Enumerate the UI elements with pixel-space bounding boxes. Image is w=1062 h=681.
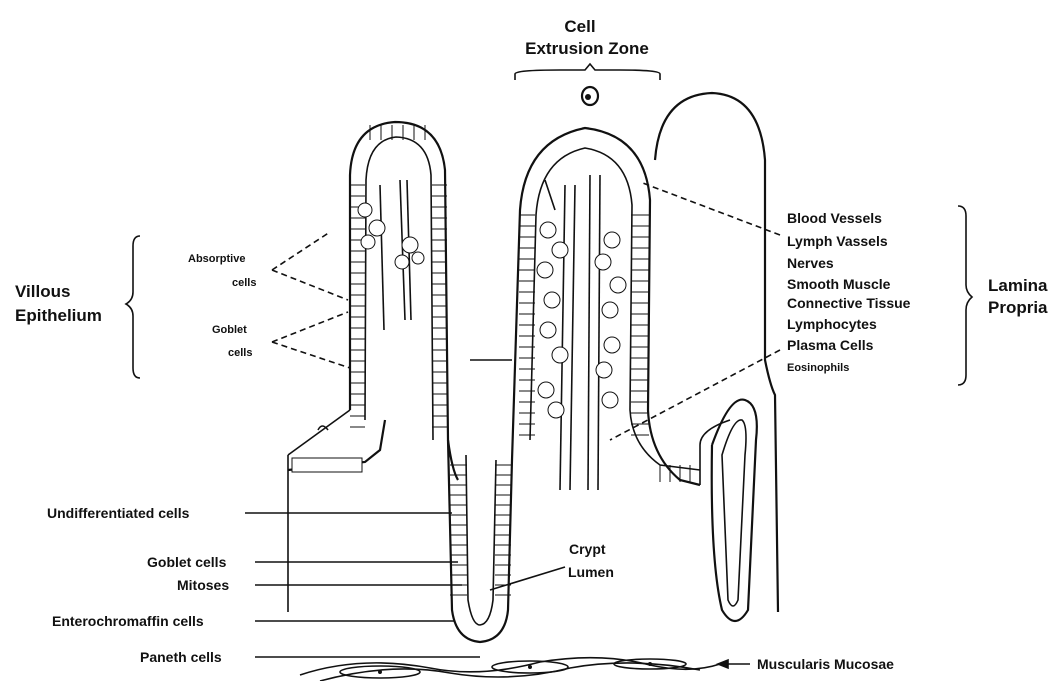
lamina-propria-cell: [544, 292, 560, 308]
mitoses-label: Mitoses: [177, 577, 229, 593]
extruded-cell-nucleus: [585, 94, 591, 100]
crypt-lumen-leader: [490, 567, 565, 590]
goblet-leader-1: [272, 312, 348, 342]
propria-label: Propria: [988, 298, 1048, 317]
lamina-propria-cell: [596, 362, 612, 378]
enterochromaffin-cells-label: Enterochromaffin cells: [52, 613, 204, 629]
lamina-leader-2: [610, 350, 780, 440]
muscularis-mucosae-label: Muscularis Mucosae: [757, 656, 894, 672]
lp-cell: [369, 220, 385, 236]
central-vessel-branch: [545, 180, 555, 210]
lamina-propria-cell: [552, 347, 568, 363]
villous-epithelium-bracket: [126, 236, 140, 378]
muscularis-mucosae-layer: [300, 658, 720, 681]
muscle-nucleus: [378, 670, 382, 674]
lamina-propria-cell: [538, 382, 554, 398]
absorptive-leader-1: [272, 232, 330, 270]
crypt-label: Crypt: [569, 541, 606, 557]
extrusion-zone-label: Extrusion Zone: [525, 39, 649, 58]
lamina-item-lymphocytes: Lymphocytes: [787, 316, 877, 332]
lamina-propria-cell: [540, 322, 556, 338]
lamina-propria-cell: [537, 262, 553, 278]
central-vessel-3: [588, 175, 590, 490]
paneth-cells-label: Paneth cells: [140, 649, 222, 665]
lamina-item-smooth-muscle: Smooth Muscle: [787, 276, 891, 292]
right-crypt-inner: [722, 420, 746, 606]
muscle-nucleus: [528, 665, 532, 669]
left-villus: [288, 122, 458, 612]
lp-cell: [412, 252, 424, 264]
lamina-item-eosinophils: Eosinophils: [787, 362, 849, 374]
undifferentiated-cells-label: Undifferentiated cells: [47, 505, 190, 521]
lumen-label: Lumen: [568, 564, 614, 580]
lp-cell: [395, 255, 409, 269]
right-crypt: [712, 400, 757, 621]
central-vessel-1: [560, 185, 565, 490]
lp-cell: [402, 237, 418, 253]
lamina-propria-cell: [604, 232, 620, 248]
left-block-top: [288, 410, 350, 455]
lamina-item-connective-tissue: Connective Tissue: [787, 295, 911, 311]
goblet-leader-2: [272, 342, 350, 368]
lamina-propria-cell: [595, 254, 611, 270]
lamina-propria-cell: [604, 337, 620, 353]
lamina-item-blood-vessels: Blood Vessels: [787, 210, 882, 226]
villous-label: Villous: [15, 282, 70, 301]
lamina-propria-cell: [602, 392, 618, 408]
left-vessel-1: [380, 185, 384, 330]
lp-cell: [361, 235, 375, 249]
crypt-outer: [448, 440, 512, 642]
extrusion-zone-bracket: [515, 64, 660, 80]
absorptive-cells-label: cells: [232, 277, 256, 289]
lamina-item-plasma-cells: Plasma Cells: [787, 337, 874, 353]
central-vessel-2: [570, 185, 575, 490]
cell-label: Cell: [564, 17, 595, 36]
absorptive-label: Absorptive: [188, 253, 245, 265]
epithelium-label: Epithelium: [15, 306, 102, 325]
lamina-item-lymph-vessels: Lymph Vassels: [787, 233, 888, 249]
goblet-cells-label: Goblet cells: [147, 554, 227, 570]
right-villus: [655, 93, 778, 621]
lamina-propria-cell: [548, 402, 564, 418]
absorptive-leader-2: [272, 270, 348, 300]
lamina-propria-cell: [602, 302, 618, 318]
lamina-propria-bracket: [958, 206, 972, 385]
muscle-nucleus: [648, 662, 652, 666]
lp-cell: [358, 203, 372, 217]
lamina-propria-cell: [552, 242, 568, 258]
lamina-propria-cell: [540, 222, 556, 238]
lamina-label: Lamina: [988, 276, 1048, 295]
central-vessel-4: [598, 175, 600, 490]
right-block-top: [700, 420, 730, 485]
crypt-inner: [466, 455, 496, 625]
crypt: [448, 360, 512, 642]
left-villus-inner: [365, 137, 433, 440]
lamina-leader-1: [640, 182, 780, 235]
muscularis-arrowhead: [718, 660, 728, 668]
left-block-cells: [292, 458, 362, 472]
goblet-label: Goblet: [212, 324, 247, 336]
lamina-item-nerves: Nerves: [787, 255, 834, 271]
lamina-propria-cell: [610, 277, 626, 293]
goblet-cells-label-villus: cells: [228, 347, 252, 359]
crypt-epithelial-cells: [450, 465, 511, 595]
lamina-propria-cells: [537, 222, 626, 418]
right-villus-outline: [655, 93, 778, 612]
central-villus: [512, 64, 700, 490]
